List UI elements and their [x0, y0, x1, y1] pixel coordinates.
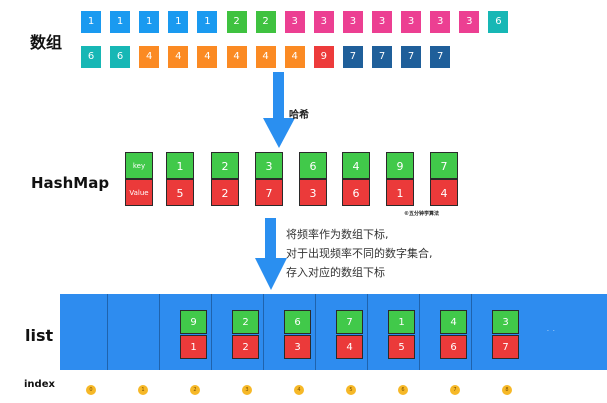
hashmap-value-cell: 7 [255, 179, 283, 206]
list-item-top: 4 [440, 310, 467, 334]
list-item-bottom: 6 [440, 335, 467, 359]
array-row-1-cell: 2 [255, 11, 276, 33]
array-row-2-cell: 6 [110, 46, 131, 68]
list-slot-divider [367, 294, 368, 370]
index-marker: 2 [190, 385, 200, 395]
array-row-1-cell: 1 [81, 11, 101, 33]
array-row-1-cell: 3 [401, 11, 422, 33]
hashmap-key-cell: 2 [211, 152, 239, 179]
list-bucket-bar [60, 294, 607, 370]
array-row-2-cell: 9 [313, 46, 334, 68]
list-item-top: 3 [492, 310, 519, 334]
hashmap-key-cell: 4 [342, 152, 370, 179]
list-slot-divider [315, 294, 316, 370]
list-item-bottom: 5 [388, 335, 415, 359]
list-item-top: 9 [180, 310, 207, 334]
index-marker: 0 [86, 385, 96, 395]
hashmap-value-cell: 5 [166, 179, 194, 206]
list-item-bottom: 7 [492, 335, 519, 359]
array-row-1-cell: 3 [430, 11, 451, 33]
hashmap-value-header: Value [125, 179, 153, 206]
hashmap-key-header: key [125, 152, 153, 179]
array-row-1-cell: 1 [197, 11, 218, 33]
array-row-1-cell: 3 [313, 11, 334, 33]
array-row-2-cell: 7 [401, 46, 422, 68]
index-marker: 8 [502, 385, 512, 395]
note-line-3: 存入对应的数组下标 [286, 266, 385, 279]
index-marker: 1 [138, 385, 148, 395]
hashmap-key-cell: 3 [255, 152, 283, 179]
list-slot-divider [159, 294, 160, 370]
list-slot-divider [211, 294, 212, 370]
list-slot-divider [107, 294, 108, 370]
note-line-1: 将频率作为数组下标, [286, 228, 389, 241]
list-slot-divider [471, 294, 472, 370]
list-slot-divider [419, 294, 420, 370]
hashmap-value-cell: 6 [342, 179, 370, 206]
array-row-2-cell: 7 [372, 46, 392, 68]
hashmap-value-cell: 1 [386, 179, 414, 206]
list-item-top: 2 [232, 310, 259, 334]
array-row-1-cell: 2 [226, 11, 247, 33]
array-row-2-cell: 6 [81, 46, 101, 68]
list-item-bottom: 3 [284, 335, 311, 359]
array-row-1-cell: 1 [168, 11, 189, 33]
hashmap-key-cell: 7 [430, 152, 458, 179]
list-slot-divider [263, 294, 264, 370]
index-marker: 4 [294, 385, 304, 395]
array-row-2-cell: 7 [430, 46, 451, 68]
array-row-1-cell: 3 [459, 11, 480, 33]
hashmap-key-cell: 6 [299, 152, 327, 179]
index-marker: 6 [398, 385, 408, 395]
array-row-1-cell: 1 [110, 11, 131, 33]
watermark: ©五分钟学算法 [404, 211, 440, 217]
array-row-2-cell: 7 [342, 46, 363, 68]
hashmap-label: HashMap [31, 174, 110, 192]
note-line-2: 对于出现频率不同的数字集合, [286, 247, 433, 260]
hashmap-value-cell: 3 [299, 179, 327, 206]
array-row-1-cell: 3 [284, 11, 305, 33]
index-marker: 5 [346, 385, 356, 395]
array-row-1-cell: 1 [139, 11, 160, 33]
array-label: 数组 [30, 33, 63, 52]
index-marker: 7 [450, 385, 460, 395]
hash-label: 哈希 [289, 110, 309, 121]
hashmap-key-cell: 9 [386, 152, 414, 179]
hash-arrow-icon [263, 72, 295, 148]
array-row-2-cell: 4 [168, 46, 189, 68]
store-arrow-icon [255, 218, 287, 290]
note-text: 将频率作为数组下标, 对于出现频率不同的数字集合, 存入对应的数组下标 [286, 225, 433, 282]
array-row-2-cell: 4 [226, 46, 247, 68]
list-ellipsis: · · [547, 328, 556, 335]
index-label: index [24, 379, 55, 390]
index-marker: 3 [242, 385, 252, 395]
hashmap-value-cell: 4 [430, 179, 458, 206]
array-row-2-cell: 4 [255, 46, 276, 68]
array-row-2-cell: 4 [139, 46, 160, 68]
array-row-1-cell: 3 [372, 11, 392, 33]
hashmap-value-cell: 2 [211, 179, 239, 206]
array-row-2-cell: 4 [284, 46, 305, 68]
array-row-1-cell: 6 [488, 11, 509, 33]
hashmap-key-cell: 1 [166, 152, 194, 179]
array-row-2-cell: 4 [197, 46, 218, 68]
list-item-top: 1 [388, 310, 415, 334]
array-row-1-cell: 3 [342, 11, 363, 33]
list-label: list [25, 326, 54, 345]
list-item-bottom: 1 [180, 335, 207, 359]
list-item-top: 7 [336, 310, 363, 334]
list-item-top: 6 [284, 310, 311, 334]
list-item-bottom: 2 [232, 335, 259, 359]
list-item-bottom: 4 [336, 335, 363, 359]
